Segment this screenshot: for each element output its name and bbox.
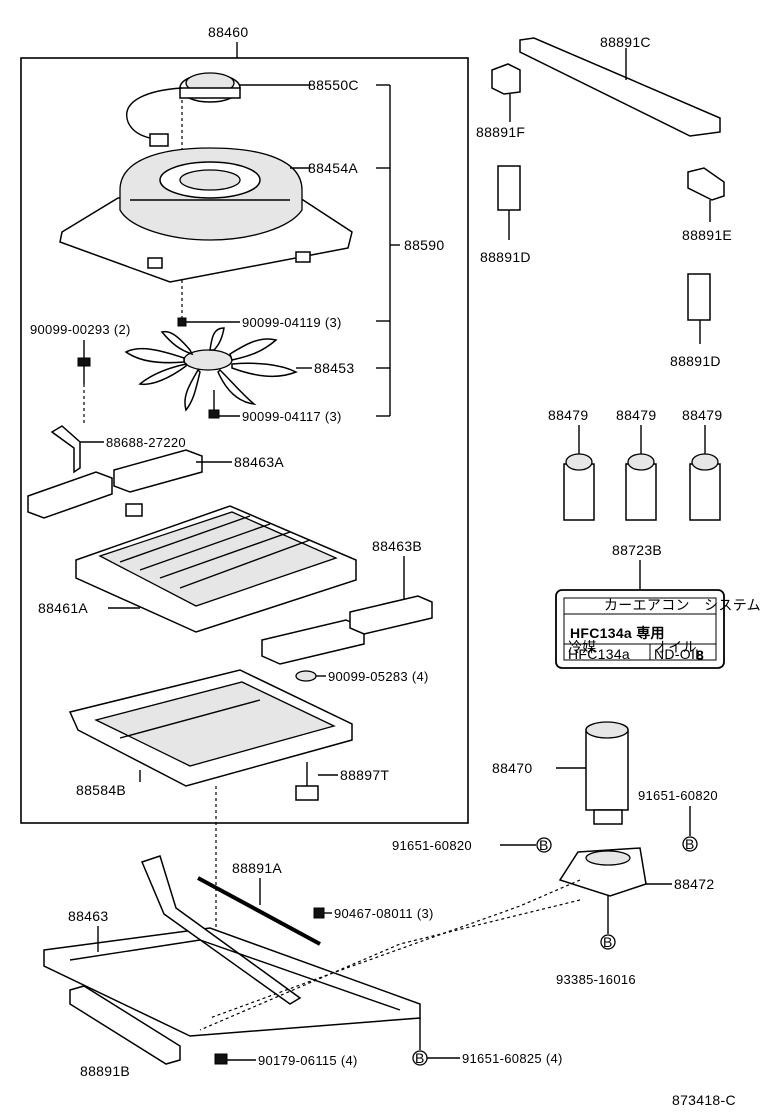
plate-right-small-2: ND-OIL (654, 646, 703, 662)
condenser-88461A (75, 503, 357, 633)
svg-text:B: B (603, 934, 613, 950)
fan-88453 (124, 327, 298, 412)
label-88460: 88460 (208, 24, 248, 40)
bracket-88590 (376, 84, 400, 417)
fan-shroud-88454A (59, 147, 353, 283)
motor-88550C (126, 72, 241, 147)
callout-b-91651-60825: B (415, 1050, 425, 1066)
plate-number: 8 (696, 647, 704, 663)
label-88891F: 88891F (476, 124, 525, 140)
label-90099-04117: 90099-04117 (3) (242, 409, 342, 424)
label-88454A: 88454A (308, 160, 358, 176)
label-90179-06115: 90179-06115 (4) (258, 1053, 358, 1068)
label-plate-88723B: カーエアコン システム HFC134a 専用 冷媒 HFC134a オイル ND… (555, 589, 760, 669)
nut-90179-06115 (214, 1053, 256, 1065)
label-88584B: 88584B (76, 782, 126, 798)
label-88897T: 88897T (340, 767, 389, 783)
label-88472: 88472 (674, 876, 714, 892)
screw-90099-00293 (77, 357, 91, 384)
plate-left-small-1: 冷媒 (568, 639, 597, 655)
label-88891A: 88891A (232, 860, 282, 876)
pad-88891F (491, 63, 521, 122)
screw-90099-04117 (208, 390, 240, 419)
label-88479-c: 88479 (682, 407, 722, 423)
bracket-88463A (27, 449, 203, 519)
pad-88891C (519, 37, 721, 137)
label-88453: 88453 (314, 360, 354, 376)
label-88891D-top: 88891D (480, 249, 531, 265)
assembly-box (20, 57, 469, 824)
nut-90099-05283 (295, 670, 326, 682)
label-90099-05283: 90099-05283 (4) (328, 669, 429, 684)
callout-b-left: B (536, 837, 552, 853)
receiver-dryer-88470 (556, 721, 629, 825)
frame-88463 (43, 855, 421, 1037)
plate-header: カーエアコン システム (604, 597, 760, 613)
label-93385-16016: 93385-16016 (556, 972, 636, 987)
bolt-91651-60825: B (412, 1018, 460, 1066)
clip-88897T (295, 762, 338, 801)
label-88891D-bottom: 88891D (670, 353, 721, 369)
label-91651-60820-left: 91651-60820 (392, 838, 472, 853)
label-90099-04119: 90099-04119 (3) (242, 315, 342, 330)
svg-text:B: B (685, 836, 695, 852)
label-88463A: 88463A (234, 454, 284, 470)
plate-left-small-2: HFC134a (568, 646, 630, 662)
can-88479-a (563, 425, 595, 521)
label-88891B: 88891B (80, 1063, 130, 1079)
plate-right-small-1: オイル (654, 639, 697, 655)
label-88891E: 88891E (682, 227, 732, 243)
label-88723B: 88723B (612, 542, 662, 558)
pad-88891B (69, 985, 181, 1065)
label-88461A: 88461A (38, 600, 88, 616)
label-88463: 88463 (68, 908, 108, 924)
label-91651-60825: 91651-60825 (4) (462, 1051, 563, 1066)
label-91651-60820-right: 91651-60820 (638, 788, 718, 803)
label-90467-08011: 90467-08011 (3) (334, 906, 434, 921)
screw-90099-04119 (177, 317, 240, 327)
rod-88891A (197, 876, 321, 946)
pad-88891D-bottom (687, 273, 711, 344)
bracket-88472 (558, 847, 672, 897)
tray-88584B (68, 669, 353, 787)
callout-b-bottom: B (600, 934, 616, 950)
plate-main: HFC134a 専用 (570, 625, 665, 641)
callout-b-right: B (682, 836, 698, 852)
label-88479-a: 88479 (548, 407, 588, 423)
label-88590: 88590 (404, 237, 444, 253)
bolt-90467-08011 (313, 907, 332, 919)
label-88479-b: 88479 (616, 407, 656, 423)
label-90099-00293: 90099-00293 (2) (30, 322, 131, 337)
svg-text:B: B (539, 837, 549, 853)
can-88479-c (689, 425, 721, 521)
pad-88891E (687, 167, 725, 222)
label-88470: 88470 (492, 760, 532, 776)
pad-88891D-top (497, 165, 521, 240)
label-88891C: 88891C (600, 34, 651, 50)
label-88550C: 88550C (308, 77, 359, 93)
label-88688-27220: 88688-27220 (106, 435, 186, 450)
bracket-88463B (261, 556, 433, 665)
drawing-id: 873418-C (672, 1092, 736, 1108)
can-88479-b (625, 425, 657, 521)
label-88463B: 88463B (372, 538, 422, 554)
bracket-88688-27220 (50, 425, 104, 474)
